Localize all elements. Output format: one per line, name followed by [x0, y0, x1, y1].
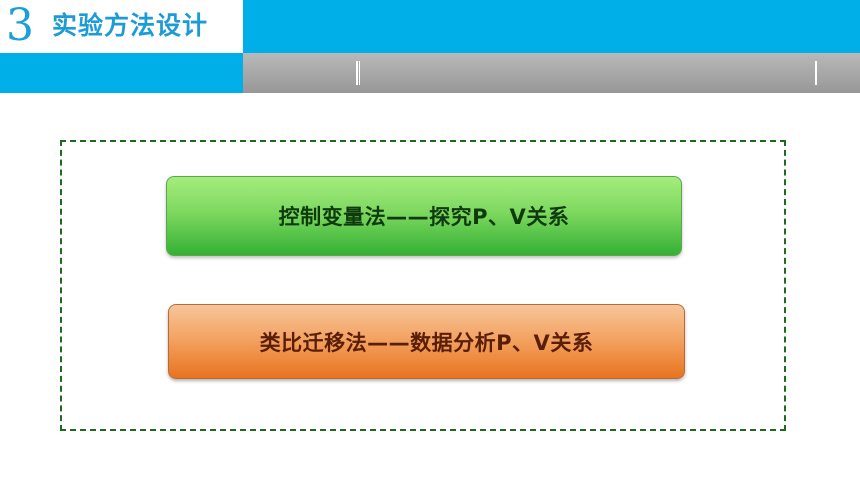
methods-frame: [60, 140, 786, 431]
section-number: 3: [6, 0, 34, 51]
method-analogy-transfer[interactable]: 类比迁移法——数据分析P、V关系: [168, 304, 685, 379]
method-label: 控制变量法——探究P、V关系: [278, 205, 570, 229]
header-accent-block: [0, 53, 243, 93]
header-divider: [359, 61, 360, 85]
method-control-variable[interactable]: 控制变量法——探究P、V关系: [166, 176, 682, 256]
section-title: 实验方法设计: [52, 11, 209, 40]
method-label: 类比迁移法——数据分析P、V关系: [259, 330, 594, 355]
header-divider: [356, 61, 358, 85]
header-gray-bar: [243, 53, 860, 93]
header-divider: [815, 61, 817, 85]
header-title-area: 3 实验方法设计: [0, 0, 243, 53]
